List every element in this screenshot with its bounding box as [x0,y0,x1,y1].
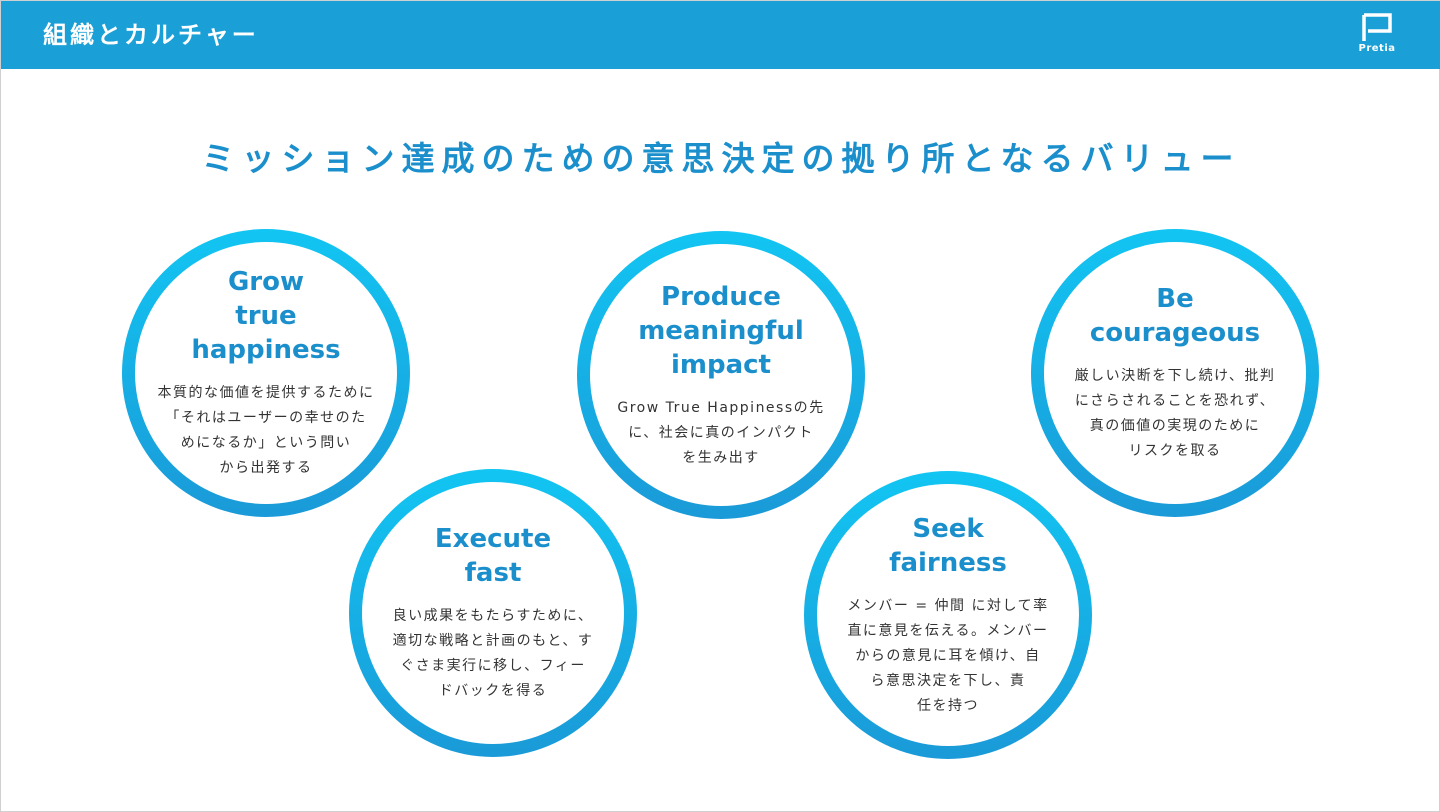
value-circle-execute-fast: Execute fast 良い成果をもたらすために、 適切な戦略と計画のもと、す… [349,469,637,757]
value-circle-produce-meaningful-impact: Produce meaningful impact Grow True Happ… [577,231,865,519]
value-description: メンバー = 仲間 に対して率 直に意見を伝える。メンバー からの意見に耳を傾け… [847,597,1049,714]
value-circle-be-courageous: Be courageous 厳しい決断を下し続け、批判 にさらされることを恐れず… [1031,229,1319,517]
value-description: 本質的な価値を提供するために 「それはユーザーの幸せのた めになるか」という問い… [157,385,375,476]
header-title: 組織とカルチャー [43,21,259,49]
value-heading: Be courageous [1089,284,1261,348]
value-circle-content: Produce meaningful impact Grow True Happ… [590,244,852,506]
value-circle-seek-fairness: Seek fairness メンバー = 仲間 に対して率 直に意見を伝える。メ… [804,471,1092,759]
value-circle-grow-true-happiness: Grow true happiness 本質的な価値を提供するために 「それはユ… [122,229,410,517]
value-description: Grow True Happinessの先 に、社会に真のインパクト を生み出す [617,399,825,466]
value-heading: Execute fast [434,524,552,588]
value-heading: Seek fairness [889,513,1007,578]
value-circle-content: Execute fast 良い成果をもたらすために、 適切な戦略と計画のもと、す… [362,482,624,744]
page-title: ミッション達成のための意思決定の拠り所となるバリュー [201,139,1241,178]
value-circle-content: Seek fairness メンバー = 仲間 に対して率 直に意見を伝える。メ… [817,484,1079,746]
header-bar: 組織とカルチャー Pretia [1,1,1440,69]
value-description: 良い成果をもたらすために、 適切な戦略と計画のもと、す ぐさま実行に移し、フィー… [392,608,594,699]
pretia-logo: Pretia [1355,13,1399,59]
logo-text: Pretia [1358,43,1396,54]
value-heading: Produce meaningful impact [638,281,804,380]
value-circle-content: Be courageous 厳しい決断を下し続け、批判 にさらされることを恐れず… [1044,242,1306,504]
value-circle-content: Grow true happiness 本質的な価値を提供するために 「それはユ… [135,242,397,504]
value-heading: Grow true happiness [191,267,341,365]
pretia-logo-icon [1362,13,1392,41]
value-description: 厳しい決断を下し続け、批判 にさらされることを恐れず、 真の価値の実現のために … [1074,368,1276,459]
